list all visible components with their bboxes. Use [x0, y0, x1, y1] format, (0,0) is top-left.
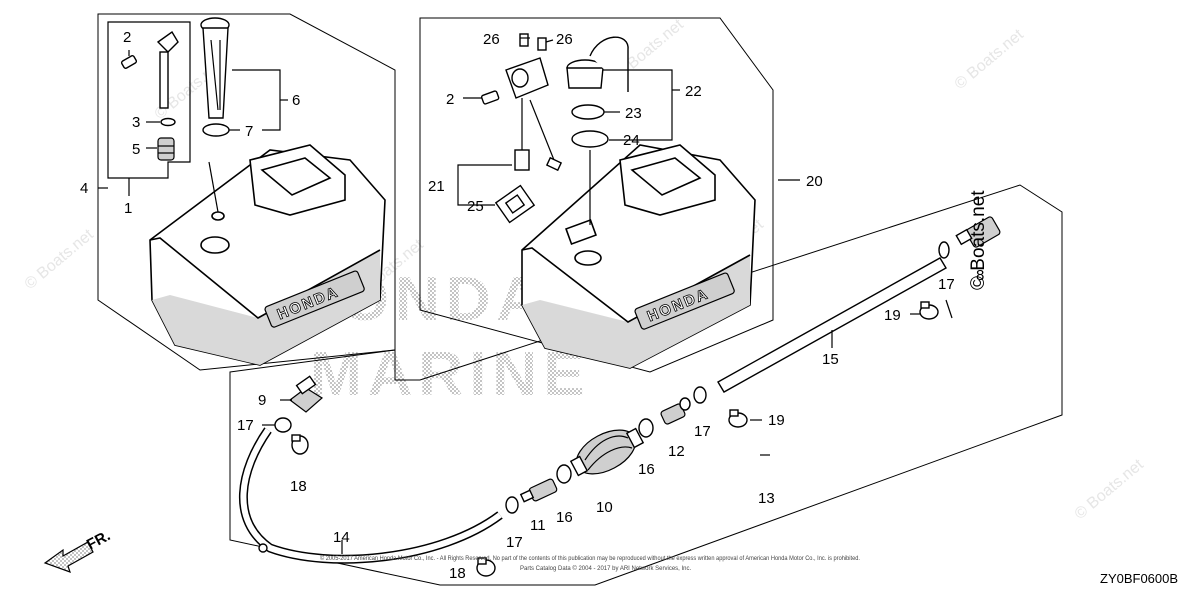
- part-23-ring: [571, 104, 605, 120]
- callout-7: 7: [245, 123, 253, 140]
- part-17-clip: [274, 417, 292, 433]
- front-direction-arrow: FR.: [43, 527, 113, 573]
- background-mark-bottom: MARINE: [310, 340, 591, 409]
- part-2-screw-right: [480, 90, 500, 105]
- site-watermark: © Boats.net: [968, 190, 989, 290]
- right-group-outline: [419, 17, 774, 373]
- callout-14: 14: [333, 529, 350, 546]
- drawing-code: ZY0BF0600B: [1100, 571, 1178, 586]
- callout-19: 19: [768, 412, 785, 429]
- part-25-gasket: [494, 184, 536, 224]
- callout-5: 5: [132, 141, 140, 158]
- part-16-ring: [556, 464, 572, 484]
- faint-watermark: © Boats.net: [952, 26, 1028, 93]
- faint-watermark: © Boats.net: [1072, 456, 1148, 523]
- part-11-connector: [519, 478, 558, 503]
- part-19-clamp: [728, 409, 748, 428]
- callout-17: 17: [506, 534, 523, 551]
- callout-10: 10: [596, 499, 613, 516]
- callout-8: 8: [976, 267, 984, 284]
- copyright-line-2: Parts Catalog Data © 2004 - 2017 by ARI …: [520, 565, 692, 572]
- callout-18: 18: [290, 478, 307, 495]
- callout-13: 13: [758, 490, 775, 507]
- part-21-gauge-assembly: [505, 57, 563, 172]
- callout-1: 1: [124, 200, 132, 217]
- callout-16: 16: [638, 461, 655, 478]
- part-17-clip: [258, 543, 268, 553]
- callout-26: 26: [483, 31, 500, 48]
- callout-20: 20: [806, 173, 823, 190]
- callout-2: 2: [446, 91, 454, 108]
- callout-3: 3: [132, 114, 140, 131]
- callout-17: 17: [938, 276, 955, 293]
- part-17-clip: [505, 496, 519, 514]
- callout-15: 15: [822, 351, 839, 368]
- callout-12: 12: [668, 443, 685, 460]
- callout-4: 4: [80, 180, 88, 197]
- part-18-clamp: [291, 434, 309, 455]
- part-3-washer: [160, 117, 176, 127]
- part-10-primer-bulb: [569, 427, 645, 477]
- right-fuel-tank: HONDA: [521, 144, 756, 369]
- callout-11: 11: [530, 517, 546, 534]
- part-15-hose: [717, 257, 947, 393]
- part-7-o-ring: [202, 123, 230, 137]
- callout-18: 18: [449, 565, 466, 582]
- callout-2: 2: [123, 29, 131, 46]
- part-8-connector: [955, 216, 1001, 248]
- left-fuel-tank: HONDA: [149, 144, 386, 366]
- copyright-line-1: © 2005-2017 American Honda Motor Co., In…: [320, 555, 860, 562]
- callout-9: 9: [258, 392, 266, 409]
- callout-26: 26: [556, 31, 573, 48]
- part-2-screw-left: [120, 50, 138, 69]
- callout-numbers: 1 2 3 4 5 6 7 26 26 2 21 25 22 23 24 20 …: [80, 29, 984, 582]
- hose-group-outline: [229, 184, 1063, 586]
- part-1-fuel-pickup: [156, 30, 179, 109]
- callout-24: 24: [623, 132, 640, 149]
- part-24-gasket: [571, 130, 609, 148]
- left-group-outline: [97, 13, 396, 371]
- part-17-clip: [693, 386, 707, 404]
- part-22-fuel-cap: [566, 36, 629, 92]
- part-12-connector: [660, 397, 691, 425]
- callout-17: 17: [694, 423, 711, 440]
- callout-19: 19: [884, 307, 901, 324]
- callout-22: 22: [685, 83, 702, 100]
- part-26-screws: [519, 33, 547, 51]
- callout-25: 25: [467, 198, 484, 215]
- part-9-connector: [289, 375, 324, 413]
- callout-16: 16: [556, 509, 573, 526]
- callout-17: 17: [237, 417, 254, 434]
- part-5-strainer: [157, 137, 175, 161]
- faint-watermark: © Boats.net: [22, 226, 98, 293]
- callout-6: 6: [292, 92, 300, 109]
- part-19-clamp: [919, 301, 939, 320]
- part-17-clip: [938, 241, 950, 259]
- callout-21: 21: [428, 178, 445, 195]
- part-6-fuel-gauge: [200, 17, 230, 119]
- callout-23: 23: [625, 105, 642, 122]
- part-16-ring: [638, 418, 654, 438]
- sub-box-item-1: [107, 21, 191, 179]
- part-18-clamp: [476, 557, 496, 577]
